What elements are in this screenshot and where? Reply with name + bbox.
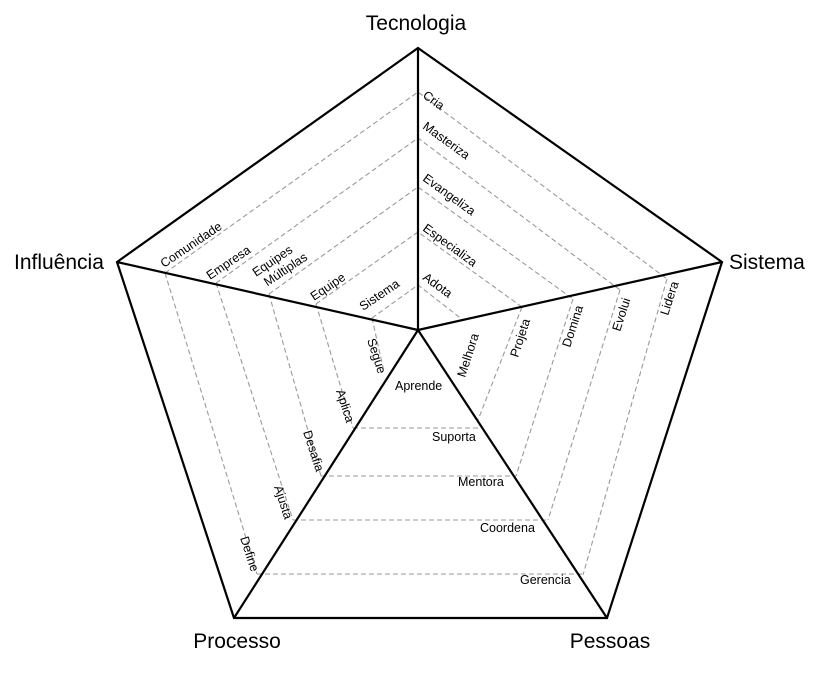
processo-guide-5 (164, 272, 258, 575)
processo-guide-4 (215, 282, 294, 521)
processo-guide-1 (371, 317, 385, 373)
level-label: Cria (420, 88, 447, 113)
pentagon-outline (115, 46, 724, 620)
axis-title-tecnologia: Tecnologia (366, 12, 467, 35)
level-label: Define (237, 535, 261, 574)
level-label: Suporta (432, 430, 476, 444)
spoke-processo (233, 329, 419, 619)
axis-title-processo: Processo (193, 630, 281, 653)
spokes (116, 48, 723, 619)
level-label: Empresa (204, 243, 253, 283)
spoke-influencia (116, 260, 419, 332)
levels-processo: Segue Aplica Desafia Ajusta Define (237, 337, 388, 574)
level-label: Coordena (480, 521, 535, 535)
sistema-guide-3 (515, 298, 574, 477)
processo-guide-2 (315, 303, 354, 429)
level-label: Projeta (508, 317, 534, 359)
level-label: Gerencia (520, 573, 571, 587)
spoke-pessoas (417, 329, 608, 619)
sistema-guide-4 (547, 289, 621, 521)
level-label: Adota (420, 270, 455, 301)
level-label: Equipe (308, 270, 348, 303)
sistema-guide-2 (477, 306, 523, 421)
tech-guide-3 (268, 186, 574, 300)
axis-title-pessoas: Pessoas (570, 630, 651, 653)
sistema-guide-5 (582, 278, 668, 576)
level-label: Especializa (420, 221, 479, 270)
level-label: Mentora (458, 475, 504, 489)
level-label: Aprende (395, 379, 442, 393)
levels-sistema: Melhora Projeta Domina Evolui Lidera (455, 280, 682, 379)
level-label: Ajusta (271, 484, 295, 521)
level-label: Domina (560, 304, 587, 349)
spoke-sistema (417, 260, 723, 332)
level-label: Masteriza (420, 119, 472, 162)
axis-titles: Tecnologia Sistema Pessoas Processo Infl… (14, 12, 805, 653)
level-label: Evolui (610, 296, 634, 333)
level-label: Aplica (333, 388, 357, 425)
levels-pessoas: Aprende Suporta Mentora Coordena Gerenci… (395, 379, 571, 587)
level-label: Sistema (357, 277, 402, 314)
level-label: Desafia (300, 429, 326, 474)
level-label: EquipesMúltiplas (250, 238, 310, 291)
level-label: Segue (364, 337, 388, 376)
axis-title-influencia: Influência (14, 251, 104, 274)
level-label: Melhora (455, 332, 482, 379)
axis-title-sistema: Sistema (729, 251, 805, 274)
